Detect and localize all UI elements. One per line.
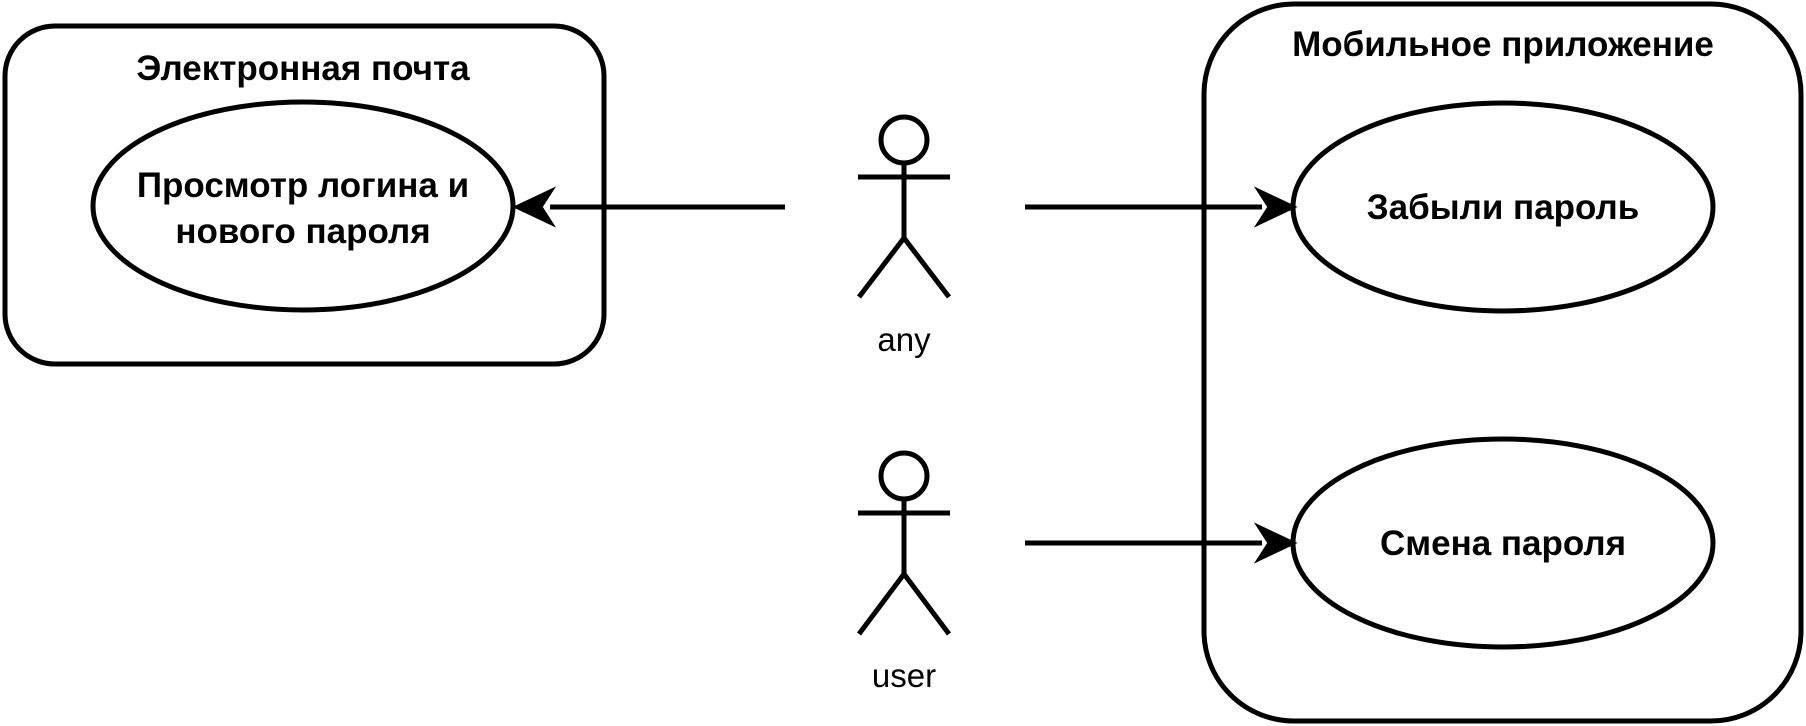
use-case-view-login-line-1: Просмотр логина и [137,166,469,205]
email-boundary-title: Электронная почта [136,49,470,88]
actor-user-label: user [872,657,936,694]
arrowhead-icon [1253,186,1298,228]
actor-any: any [857,114,951,358]
actor-stick-figure-icon [857,450,951,636]
association-any-to-view-login [512,186,785,228]
use-case-forgot-password: Забыли пароль [1290,100,1716,314]
arrowhead-icon [1253,522,1298,564]
use-case-forgot-password-label: Забыли пароль [1367,188,1640,227]
mobile-boundary-title: Мобильное приложение [1292,25,1714,64]
use-case-view-login: Просмотр логина и нового пароля [90,99,516,313]
actor-stick-figure-icon [857,114,951,299]
arrowhead-icon [512,186,557,228]
association-user-to-change-password [1025,522,1298,564]
actor-user: user [857,450,951,694]
actor-any-label: any [877,321,931,358]
association-any-to-forgot-password [1025,186,1298,228]
use-case-change-password: Смена пароля [1290,436,1716,650]
use-case-view-login-ellipse [90,99,516,313]
use-case-view-login-line-2: нового пароля [175,212,430,251]
use-case-change-password-label: Смена пароля [1380,524,1626,563]
